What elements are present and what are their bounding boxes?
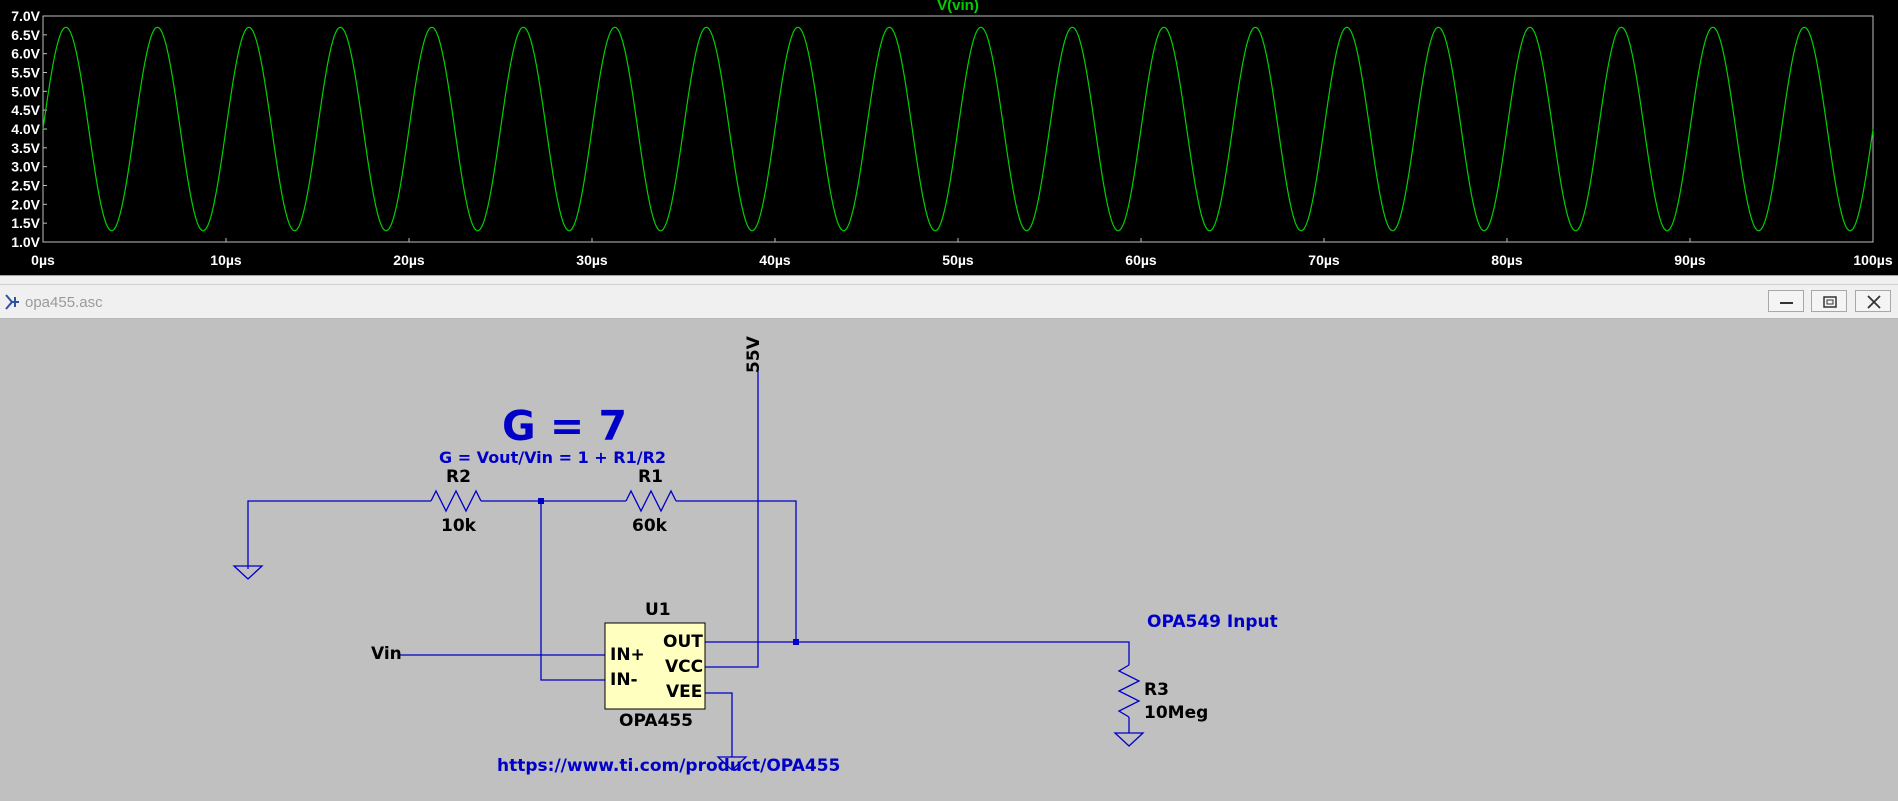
wire-ground-r2[interactable] — [247, 500, 431, 569]
product-url[interactable]: https://www.ti.com/product/OPA455 — [497, 756, 841, 776]
x-tick-label: 10µs — [210, 252, 242, 268]
x-tick-label: 30µs — [576, 252, 608, 268]
junction-node-output — [793, 639, 799, 645]
y-tick-label: 1.0V — [11, 234, 40, 250]
supply-label[interactable]: 55V — [744, 336, 764, 373]
y-tick-label: 6.0V — [11, 46, 40, 62]
pin-vcc-label: VCC — [665, 657, 704, 677]
resistor-r1-symbol[interactable] — [625, 489, 677, 513]
trace-vin[interactable] — [42, 26, 1874, 232]
y-tick-label: 1.5V — [11, 215, 40, 231]
y-tick-label: 7.0V — [11, 8, 40, 24]
x-tick-label: 90µs — [1674, 252, 1706, 268]
y-tick-label: 5.5V — [11, 65, 40, 81]
output-net-label[interactable]: OPA549 Input — [1147, 612, 1278, 632]
x-tick-label: 100µs — [1853, 252, 1892, 268]
y-tick-label: 5.0V — [11, 83, 40, 99]
wire-vcc-supply[interactable] — [705, 369, 759, 668]
window-title: opa455.asc — [25, 294, 103, 311]
r1-value[interactable]: 60k — [632, 516, 667, 536]
ground-symbol-r3 — [1113, 732, 1145, 747]
schematic-canvas[interactable]: 55V G = 7 G = Vout/Vin = 1 + R1/R2 R2 10… — [0, 319, 1898, 801]
r3-ref[interactable]: R3 — [1144, 680, 1169, 700]
y-tick-label: 3.5V — [11, 140, 40, 156]
x-tick-label: 60µs — [1125, 252, 1157, 268]
gain-formula[interactable]: G = Vout/Vin = 1 + R1/R2 — [439, 448, 667, 467]
opamp-ref[interactable]: U1 — [645, 600, 671, 620]
x-tick-label: 80µs — [1491, 252, 1523, 268]
wire-vee[interactable] — [705, 692, 733, 757]
pin-vee-label: VEE — [666, 682, 703, 702]
minimize-icon — [1780, 302, 1793, 304]
restore-icon — [1823, 296, 1837, 308]
junction-node-inverting — [538, 498, 544, 504]
wire-inverting-input[interactable] — [540, 501, 605, 681]
x-tick-label: 20µs — [393, 252, 425, 268]
wire-r1-output[interactable] — [676, 500, 797, 642]
resistor-r2-symbol[interactable] — [430, 489, 482, 513]
r3-value[interactable]: 10Meg — [1144, 703, 1209, 723]
opamp-model[interactable]: OPA455 — [619, 711, 693, 731]
x-tick-label: 0µs — [31, 252, 55, 268]
waveform-plot[interactable]: 1.0V 1.5V 2.0V 2.5V 3.0V 3.5V 4.0V 4.5V 5.0V 5.5V… — [0, 0, 1898, 275]
pane-divider[interactable] — [0, 275, 1898, 285]
input-net-label[interactable]: Vin — [371, 644, 402, 664]
r2-ref[interactable]: R2 — [446, 467, 471, 487]
schematic-drawing — [232, 369, 1145, 771]
maximize-button[interactable] — [1811, 290, 1847, 312]
r2-value[interactable]: 10k — [441, 516, 476, 536]
pin-out-label: OUT — [663, 632, 703, 652]
wire-output[interactable] — [705, 641, 1130, 665]
x-tick-label: 40µs — [759, 252, 791, 268]
y-tick-label: 2.5V — [11, 178, 40, 194]
schematic-title-bar[interactable]: opa455.asc — [0, 285, 1898, 319]
minimize-button[interactable] — [1768, 290, 1804, 312]
y-tick-label: 3.0V — [11, 159, 40, 175]
opamp-u1-body[interactable] — [604, 622, 706, 710]
pin-in-minus-label: IN- — [610, 670, 638, 690]
trace-title[interactable]: V(vin) — [937, 0, 979, 14]
ltspice-app-icon — [5, 294, 19, 310]
y-tick-label: 6.5V — [11, 27, 40, 43]
r1-ref[interactable]: R1 — [638, 467, 663, 487]
ground-symbol — [232, 565, 264, 580]
close-button[interactable] — [1855, 290, 1891, 312]
gain-title[interactable]: G = 7 — [502, 402, 628, 450]
waveform-pane[interactable]: 1.0V 1.5V 2.0V 2.5V 3.0V 3.5V 4.0V 4.5V 5.0V 5.5V… — [0, 0, 1898, 275]
pin-in-plus-label: IN+ — [610, 645, 645, 665]
close-icon — [1867, 295, 1881, 309]
resistor-r3-symbol[interactable] — [1117, 664, 1141, 718]
x-tick-label: 50µs — [942, 252, 974, 268]
x-tick-label: 70µs — [1308, 252, 1340, 268]
y-tick-label: 4.5V — [11, 102, 40, 118]
y-tick-label: 2.0V — [11, 196, 40, 212]
y-tick-label: 4.0V — [11, 121, 40, 137]
ground-symbol-vee — [716, 756, 748, 771]
